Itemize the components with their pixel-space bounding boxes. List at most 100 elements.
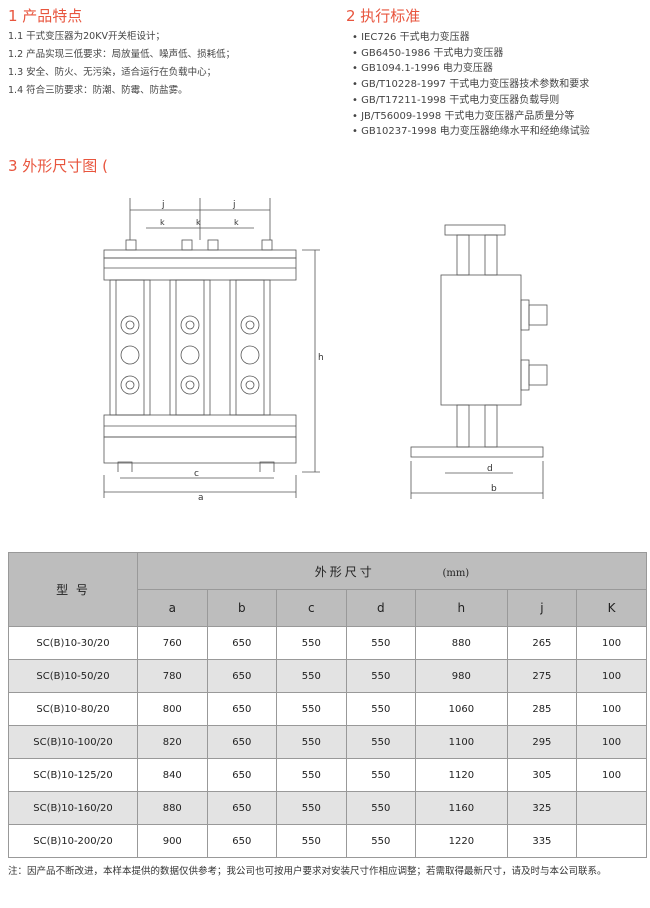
table-cell: 900 — [137, 824, 208, 858]
table-cell: 1160 — [415, 791, 508, 825]
table-cell: 880 — [415, 626, 508, 660]
table-cell: 550 — [276, 758, 347, 792]
table-cell: 550 — [276, 725, 347, 759]
dim-label-j: j — [161, 200, 165, 210]
dimensions-group-label: 外形尺寸 — [314, 564, 375, 579]
model-header: 型 号 — [8, 552, 138, 627]
features-list: 1.1 干式变压器为20KV开关柜设计； 1.2 产品实现三低要求：局放量低、噪… — [8, 28, 235, 100]
unit-label: (mm) — [442, 567, 470, 579]
table-cell: 650 — [206, 659, 278, 693]
footnote: 注：因产品不断改进，本样本提供的数据仅供参考；我公司也可按用户要求对安装尺寸作相… — [8, 866, 607, 877]
table-cell: 550 — [345, 758, 417, 792]
table-row: SC(B)10-30/20 760 650 550 550 880 265 10… — [8, 626, 647, 660]
table-row: SC(B)10-80/20 800 650 550 550 1060 285 1… — [8, 692, 647, 726]
table-cell: 800 — [137, 692, 208, 726]
table-cell — [576, 824, 647, 858]
table-cell: SC(B)10-160/20 — [8, 791, 138, 825]
table-cell: 650 — [206, 626, 278, 660]
table-cell: 100 — [576, 659, 647, 693]
feature-item: 1.2 产品实现三低要求：局放量低、噪声低、损耗低； — [8, 49, 236, 60]
standard-item: GB/T17211-1998 干式电力变压器负载导则 — [352, 93, 590, 109]
standard-item: GB1094.1-1996 电力变压器 — [352, 61, 590, 77]
table-cell: 1220 — [415, 824, 508, 858]
dim-label-h: h — [318, 353, 324, 363]
column-header-b: b — [206, 589, 278, 627]
table-cell: 295 — [506, 725, 578, 759]
table-cell: 820 — [137, 725, 208, 759]
table-cell: 100 — [576, 692, 647, 726]
dimensions-group-header: 外形尺寸 (mm) — [137, 552, 647, 590]
table-cell: 550 — [345, 824, 417, 858]
standard-item: GB10237-1998 电力变压器绝缘水平和经绝缘试验 — [352, 124, 590, 140]
table-cell: 1060 — [415, 692, 508, 726]
table-cell: 1120 — [415, 758, 508, 792]
dimensions-heading: 3 外形尺寸图 ( — [8, 157, 108, 175]
table-cell: 550 — [345, 659, 417, 693]
table-cell: 100 — [576, 626, 647, 660]
table-cell: SC(B)10-200/20 — [8, 824, 138, 858]
table-cell: 550 — [345, 791, 417, 825]
feature-item: 1.3 安全、防火、无污染，适合运行在负载中心； — [8, 67, 217, 78]
table-row: SC(B)10-100/20 820 650 550 550 1100 295 … — [8, 725, 647, 759]
table-cell: 760 — [137, 626, 208, 660]
column-header-j: j — [506, 589, 578, 627]
table-cell: 285 — [506, 692, 578, 726]
table-cell: 840 — [137, 758, 208, 792]
dim-label-j: j — [232, 200, 236, 210]
table-cell: 650 — [206, 758, 278, 792]
table-cell: 780 — [137, 659, 208, 693]
table-cell: 100 — [576, 758, 647, 792]
table-cell: 650 — [206, 791, 278, 825]
table-cell: 325 — [506, 791, 578, 825]
standard-item: GB6450-1986 干式电力变压器 — [352, 46, 590, 62]
table-cell: 335 — [506, 824, 578, 858]
table-cell: 550 — [345, 725, 417, 759]
column-header-c: c — [276, 589, 347, 627]
dim-label-b: b — [491, 484, 497, 494]
table-row: SC(B)10-200/20 900 650 550 550 1220 335 — [8, 824, 647, 858]
table-cell: 305 — [506, 758, 578, 792]
standard-item: GB/T10228-1997 干式电力变压器技术参数和要求 — [352, 77, 590, 93]
table-cell: 550 — [276, 659, 347, 693]
side-view-drawing: d b — [410, 224, 548, 499]
features-heading: 1 产品特点 — [8, 7, 83, 25]
table-cell: SC(B)10-80/20 — [8, 692, 138, 726]
table-cell: 980 — [415, 659, 508, 693]
table-cell: 550 — [276, 626, 347, 660]
standards-list: IEC726 干式电力变压器 GB6450-1986 干式电力变压器 GB109… — [352, 30, 590, 140]
table-cell: 550 — [345, 626, 417, 660]
dim-label-k: k — [234, 218, 239, 227]
table-cell: 650 — [206, 725, 278, 759]
dim-label-d: d — [487, 464, 493, 474]
table-cell: SC(B)10-50/20 — [8, 659, 138, 693]
column-header-d: d — [345, 589, 417, 627]
dim-label-c: c — [194, 469, 199, 479]
table-row: SC(B)10-125/20 840 650 550 550 1120 305 … — [8, 758, 647, 792]
feature-item: 1.4 符合三防要求：防潮、防霉、防盐雾。 — [8, 85, 188, 96]
table-cell: 265 — [506, 626, 578, 660]
table-cell: 550 — [345, 692, 417, 726]
column-header-a: a — [137, 589, 208, 627]
feature-item: 1.1 干式变压器为20KV开关柜设计； — [8, 31, 165, 42]
standards-heading: 2 执行标准 — [346, 7, 421, 25]
table-cell — [576, 791, 647, 825]
table-cell: 550 — [276, 824, 347, 858]
table-cell: SC(B)10-30/20 — [8, 626, 138, 660]
front-view-drawing: j j k k k h c a — [103, 198, 324, 503]
table-cell: 275 — [506, 659, 578, 693]
table-cell: 550 — [276, 692, 347, 726]
dim-label-k: k — [160, 218, 165, 227]
standard-item: IEC726 干式电力变压器 — [352, 30, 590, 46]
dim-label-k: k — [196, 218, 201, 227]
table-cell: SC(B)10-100/20 — [8, 725, 138, 759]
table-cell: 880 — [137, 791, 208, 825]
table-row: SC(B)10-160/20 880 650 550 550 1160 325 — [8, 791, 647, 825]
table-cell: SC(B)10-125/20 — [8, 758, 138, 792]
table-cell: 100 — [576, 725, 647, 759]
column-header-k: K — [576, 589, 647, 627]
table-cell: 1100 — [415, 725, 508, 759]
table-cell: 650 — [206, 824, 278, 858]
table-cell: 650 — [206, 692, 278, 726]
table-cell: 550 — [276, 791, 347, 825]
table-row: SC(B)10-50/20 780 650 550 550 980 275 10… — [8, 659, 647, 693]
